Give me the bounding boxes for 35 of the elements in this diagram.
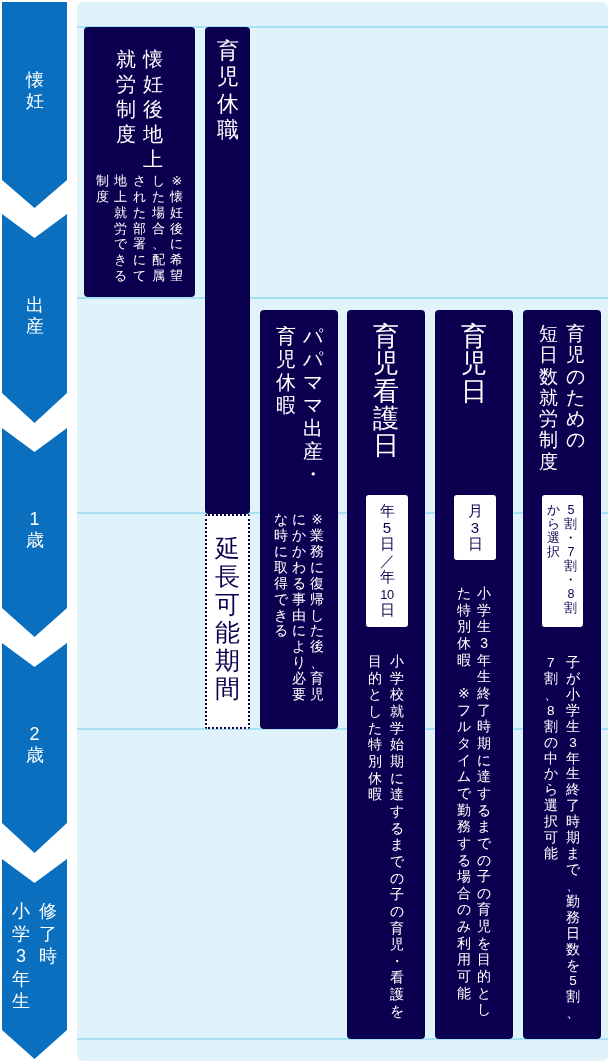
duration-text: 月3日 (467, 503, 483, 553)
program-title: 育児のための短日数就労制度 (539, 323, 585, 473)
program-description: 小学校就学始期に達するまでの子の育児・看護を目的とした特別休暇 (367, 653, 405, 1020)
stage-band (2, 859, 67, 1059)
program-title: 育児休職 (216, 38, 239, 144)
program-title: 懐妊後地上就労制度 (116, 47, 163, 172)
program-description: 小学生3年生終了時期に達するまでの子の育児を目的とした特別休暇 ※フルタイムで勤務する場合のみ利用可能 (456, 585, 492, 1019)
duration-tag (454, 495, 496, 560)
stage-label: 小学3年生修了時 (12, 900, 57, 1013)
program-title: 育児看護日 (373, 323, 399, 460)
duration-text: 5割・7割・8割から選択 (547, 503, 578, 616)
stage-band (2, 428, 67, 637)
period-bar (523, 310, 601, 1039)
program-title: パパママ出産・育児休暇 (275, 325, 323, 487)
period-bar (84, 27, 195, 297)
stage-band (2, 643, 67, 853)
duration-tag (542, 495, 583, 627)
stage-label: 2歳 (25, 724, 44, 766)
period-bar (205, 27, 250, 514)
period-bar (260, 310, 338, 729)
stage-band (2, 214, 67, 423)
stage-label: 懐妊 (25, 70, 44, 112)
stage-label: 1歳 (25, 509, 44, 551)
program-title: 育児日 (461, 323, 487, 405)
extension-period-bar (205, 514, 250, 729)
stage-label: 出産 (25, 294, 44, 337)
program-description: ※業務に復帰した後、育児にかかわる事由により必要な時に取得できる (274, 512, 324, 704)
period-bar (435, 310, 513, 1039)
period-bar (347, 310, 425, 1039)
extension-label: 延長可能期間 (215, 534, 240, 702)
program-description: 子が小学生3年生終了時期まで、勤務日数を5割、7割、8割の中から選択可能 (544, 655, 580, 1022)
stage-band (2, 2, 67, 208)
duration-tag (366, 495, 408, 627)
duration-text: 年5日／年10日 (379, 503, 395, 619)
program-description: ※懐妊後に希望した場合、配属された部署にて地上就労できる制度 (95, 173, 184, 285)
